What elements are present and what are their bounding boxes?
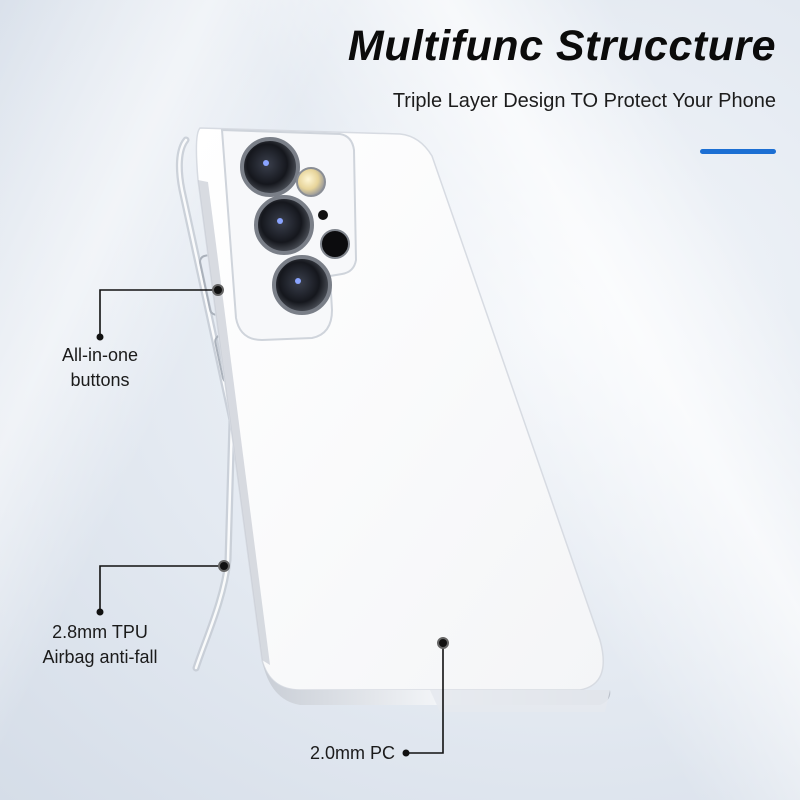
- callout-buttons-line2: buttons: [70, 370, 130, 390]
- callout-buttons-line1: All-in-one: [61, 345, 139, 365]
- callout-tpu: 2.8mm TPU Airbag anti-fall: [20, 620, 180, 670]
- flash-icon: [296, 167, 326, 197]
- callout-pc: 2.0mm PC: [280, 741, 395, 766]
- accent-bar: [700, 149, 776, 154]
- callout-lines: [99, 289, 444, 754]
- sensor-icon: [320, 229, 350, 259]
- callout-tpu-line2: Airbag anti-fall: [42, 647, 158, 667]
- callout-tpu-line1: 2.8mm TPU: [52, 622, 148, 642]
- callout-pc-line1: 2.0mm PC: [309, 743, 395, 763]
- camera-lens-icon: [240, 137, 300, 197]
- callout-dots: [96, 284, 449, 757]
- camera-module: [220, 128, 358, 342]
- callout-buttons: All-in-one buttons: [40, 343, 160, 393]
- camera-lens-icon: [254, 195, 314, 255]
- page-subtitle: Triple Layer Design TO Protect Your Phon…: [392, 90, 776, 112]
- camera-lens-icon: [272, 255, 332, 315]
- page-title: Multifunc Struccture: [347, 22, 776, 70]
